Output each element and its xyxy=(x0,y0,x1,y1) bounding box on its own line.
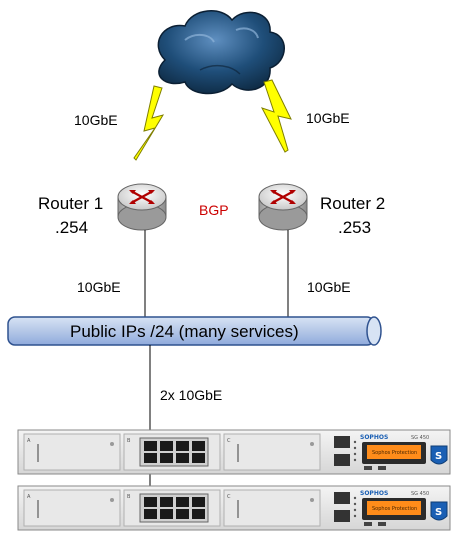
appliance-brand: SOPHOS xyxy=(360,434,388,441)
firewall-link-label: 2x 10GbE xyxy=(160,387,222,403)
slot-b-label: B xyxy=(127,494,131,500)
router-1-ip: .254 xyxy=(55,218,88,237)
router-icon xyxy=(117,183,167,231)
shield-s-icon: S xyxy=(435,507,442,518)
protocol-label: BGP xyxy=(199,202,229,218)
sophos-shield-icon xyxy=(430,501,448,521)
uplink-right-label: 10GbE xyxy=(306,110,350,126)
shield-s-icon: S xyxy=(435,451,442,462)
firewall-appliance-icon: A B C SOPHOS SG 450 Sophos Protection S xyxy=(17,429,451,475)
firewall-appliance-icon: A B C SOPHOS SG 450 Sophos Protection S xyxy=(17,485,451,531)
appliance-model: SG 450 xyxy=(411,491,429,497)
sophos-shield-icon xyxy=(430,445,448,465)
appliance-lcd: Sophos Protection xyxy=(372,506,417,512)
public-ip-bus xyxy=(7,316,382,346)
slot-c-label: C xyxy=(227,438,231,444)
uplink-left-label: 10GbE xyxy=(74,112,118,128)
router-icon xyxy=(258,183,308,231)
appliance-brand: SOPHOS xyxy=(360,490,388,497)
lightning-icon xyxy=(260,79,292,153)
slot-a-label: A xyxy=(27,494,31,500)
router-2-ip: .253 xyxy=(338,218,371,237)
appliance-lcd: Sophos Protection xyxy=(372,450,417,456)
cloud-icon xyxy=(157,10,285,95)
router-1-name: Router 1 xyxy=(38,194,103,213)
router-2-name: Router 2 xyxy=(320,194,385,213)
slot-a-label: A xyxy=(27,438,31,444)
bus-label: Public IPs /24 (many services) xyxy=(70,322,299,341)
slot-c-label: C xyxy=(227,494,231,500)
slot-b-label: B xyxy=(127,438,131,444)
lightning-icon xyxy=(133,85,165,161)
router-2-link-label: 10GbE xyxy=(307,279,351,295)
router-1-link-label: 10GbE xyxy=(77,279,121,295)
appliance-model: SG 450 xyxy=(411,435,429,441)
